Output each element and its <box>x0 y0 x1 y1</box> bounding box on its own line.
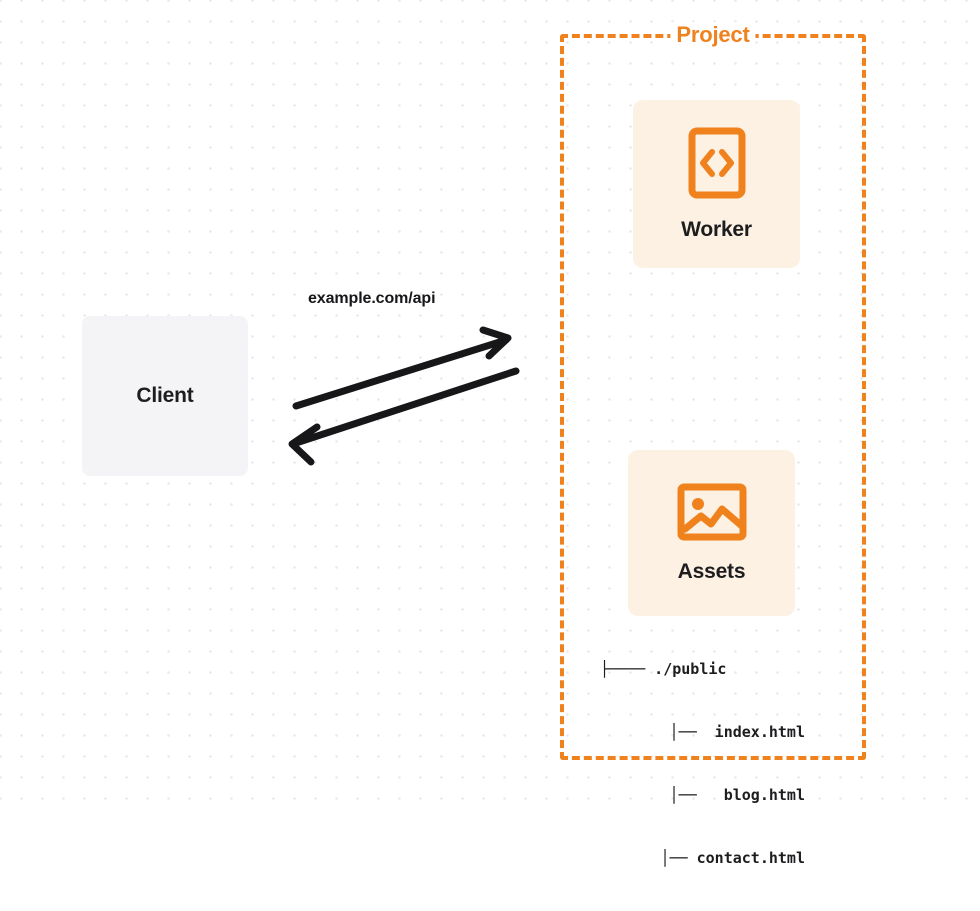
client-node: Client <box>82 316 248 476</box>
arrow-left-icon-shaft <box>292 367 520 447</box>
file-tree-row: │── contact.html <box>642 849 805 867</box>
arrow-right-icon-shaft <box>292 336 510 410</box>
code-brackets-icon <box>688 127 746 204</box>
assets-node: Assets <box>628 450 795 616</box>
image-icon <box>677 483 747 546</box>
file-tree-row: │── index.html <box>651 723 805 741</box>
arrow-right-icon-head <box>479 326 512 360</box>
worker-node: Worker <box>633 100 800 268</box>
assets-node-label: Assets <box>677 559 746 583</box>
project-boundary: Project <box>560 22 866 760</box>
worker-node-label: Worker <box>681 217 752 241</box>
client-node-label: Client <box>136 384 194 407</box>
project-title: Project <box>670 22 756 48</box>
file-tree-row: │── blog.html <box>651 786 805 804</box>
assets-file-tree: ├──── ./public │── index.html │── blog.h… <box>600 617 805 911</box>
diagram-canvas: Client example.com/api Project Worker <box>0 0 980 867</box>
file-tree-row: ├──── ./public <box>600 660 727 678</box>
arrow-left-icon-head <box>288 423 321 466</box>
connection-label: example.com/api <box>308 290 436 307</box>
